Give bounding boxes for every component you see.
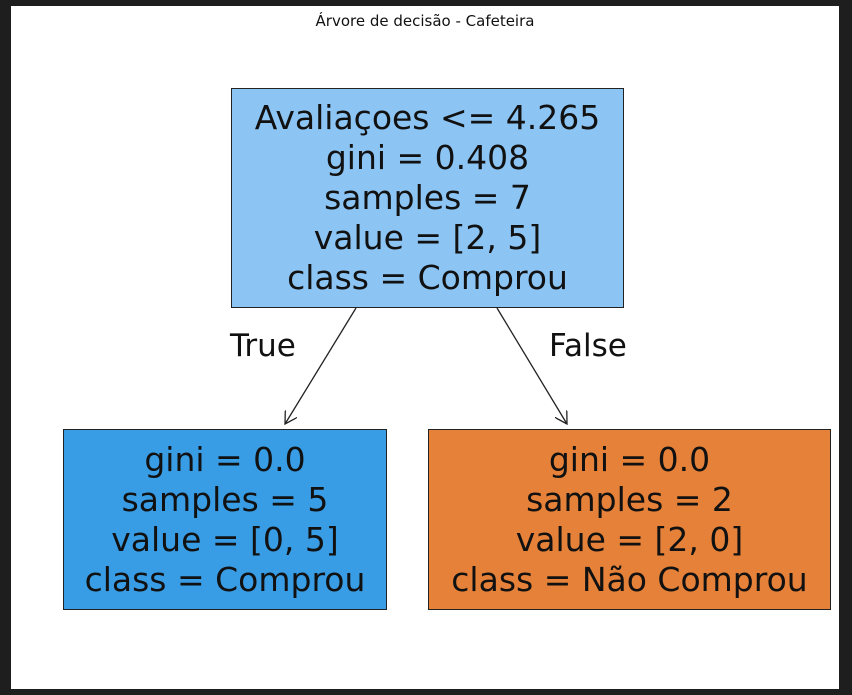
root-samples: samples = 7	[324, 178, 531, 217]
right-class: class = Não Comprou	[451, 559, 808, 599]
right-samples: samples = 2	[526, 479, 733, 519]
root-condition: Avaliaçoes <= 4.265	[254, 98, 601, 137]
root-class: class = Comprou	[287, 258, 568, 297]
figure-canvas: Árvore de decisão - Cafeteira Avaliaçoes…	[11, 6, 839, 689]
root-value: value = [2, 5]	[313, 218, 542, 257]
root-gini: gini = 0.408	[325, 138, 530, 177]
edge-false	[496, 307, 567, 424]
left-samples: samples = 5	[121, 479, 329, 519]
figure-title: Árvore de decisão - Cafeteira	[315, 12, 535, 30]
edge-true	[285, 307, 357, 424]
left-class: class = Comprou	[84, 559, 366, 599]
root-node: Avaliaçoes <= 4.265 gini = 0.408 samples…	[231, 88, 624, 308]
false-edge-label: False	[549, 328, 627, 364]
left-leaf-node: gini = 0.0 samples = 5 value = [0, 5] cl…	[63, 429, 387, 610]
right-leaf-node: gini = 0.0 samples = 2 value = [2, 0] cl…	[428, 429, 831, 610]
left-value: value = [0, 5]	[111, 519, 339, 559]
right-gini: gini = 0.0	[548, 439, 711, 479]
left-gini: gini = 0.0	[144, 439, 306, 479]
true-edge-label: True	[230, 328, 296, 364]
right-value: value = [2, 0]	[515, 519, 744, 559]
tree-edges	[11, 307, 839, 689]
